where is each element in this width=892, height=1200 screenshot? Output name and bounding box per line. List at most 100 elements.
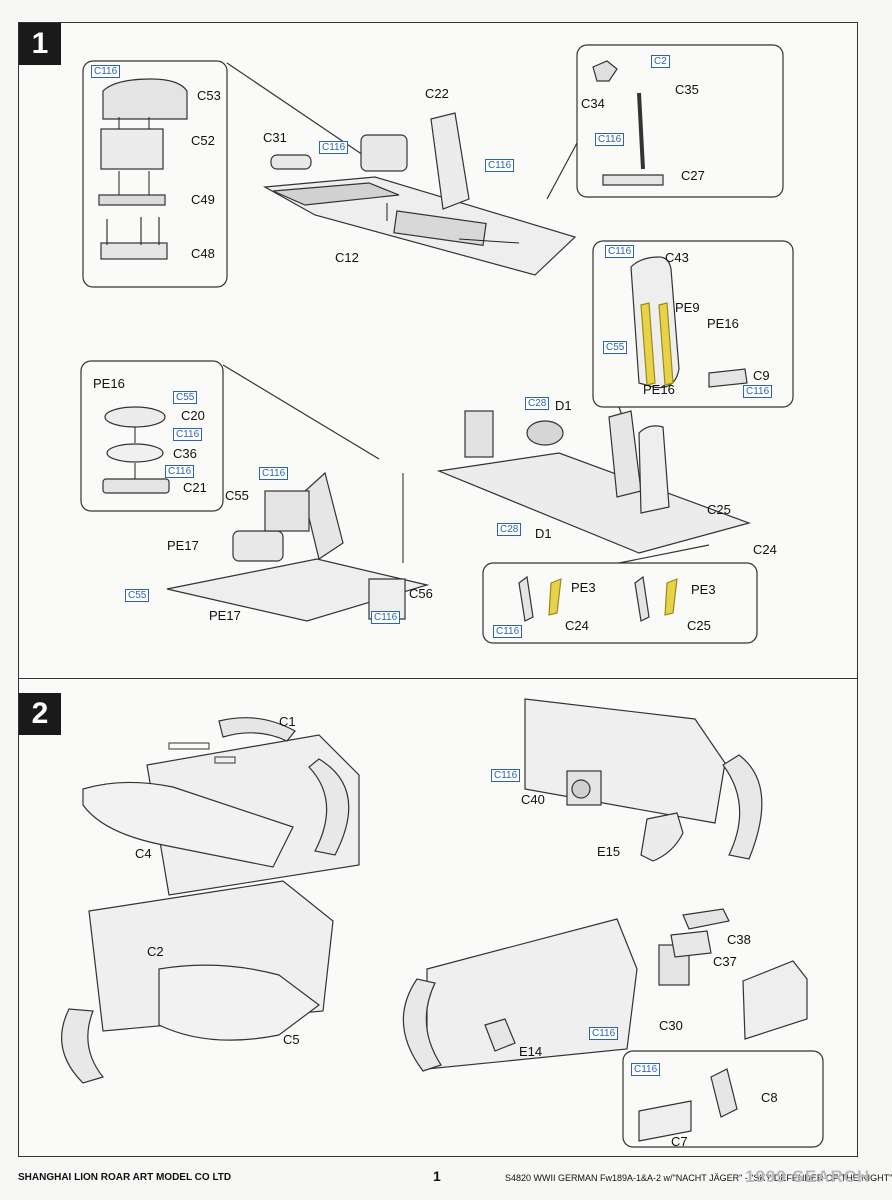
footer-company: SHANGHAI LION ROAR ART MODEL CO LTD [18, 1172, 232, 1183]
ref-c116: C116 [743, 385, 773, 398]
instrument-panel-drawing [742, 960, 808, 1040]
part-e14-drawing [484, 1018, 516, 1052]
part-c27-drawing [602, 174, 664, 186]
footer-product-title: S4820 WWII GERMAN Fw189A-1&A-2 w/"NACHT … [505, 1173, 892, 1183]
part-label-c40: C40 [521, 792, 545, 807]
ref-c55: C55 [173, 391, 198, 404]
part-label-d1: D1 [555, 398, 572, 413]
part-c21-drawing [102, 478, 170, 494]
part-label-c35: C35 [675, 82, 699, 97]
callout-bubble-instrument [622, 1050, 824, 1148]
watermark: 1999 SEARCH [745, 1167, 871, 1186]
part-c9-drawing [708, 368, 748, 388]
part-label-c34: C34 [581, 96, 605, 111]
ref-c116: C116 [319, 141, 349, 154]
part-gunsight-assembled-drawing [360, 134, 408, 172]
part-label-c31: C31 [263, 130, 287, 145]
callout-bubble-seat [592, 240, 794, 408]
part-c25-drawing [634, 575, 650, 622]
part-label-c12: C12 [335, 250, 359, 265]
part-label-c24: C24 [565, 618, 589, 633]
part-c20-drawing [104, 406, 166, 428]
part-label-c7: C7 [671, 1134, 688, 1149]
part-label-c52: C52 [191, 133, 215, 148]
part-label-c22: C22 [425, 86, 449, 101]
floor-assembly-left-drawing [166, 558, 430, 622]
part-c55-panel-drawing [264, 490, 310, 532]
page-number: 1 [433, 1168, 441, 1184]
step-2-panel: 2 [18, 678, 858, 1157]
step-number-badge: 2 [19, 693, 61, 735]
part-c31-drawing [270, 154, 312, 170]
part-label-c8: C8 [761, 1090, 778, 1105]
ref-c116: C116 [259, 467, 289, 480]
ref-c116: C116 [595, 133, 625, 146]
floor-section-c5-drawing [158, 964, 320, 1041]
part-c37-drawing [670, 930, 712, 958]
part-label-pe17: PE17 [209, 608, 241, 623]
part-c38-drawing [682, 908, 730, 930]
part-label-c49: C49 [191, 192, 215, 207]
part-label-c21: C21 [183, 480, 207, 495]
part-c56-drawing [368, 578, 406, 620]
ref-c116: C116 [371, 611, 401, 624]
part-label-pe17: PE17 [167, 538, 199, 553]
part-label-c1: C1 [279, 714, 296, 729]
ref-c116: C116 [493, 625, 523, 638]
part-label-c38: C38 [727, 932, 751, 947]
part-label-pe3: PE3 [691, 582, 716, 597]
part-e15-drawing [640, 812, 684, 862]
part-c24-drawing [518, 575, 534, 622]
part-label-c30: C30 [659, 1018, 683, 1033]
floor-section-c4-drawing [82, 781, 294, 868]
part-label-c37: C37 [713, 954, 737, 969]
ref-c116: C116 [491, 769, 521, 782]
part-label-c36: C36 [173, 446, 197, 461]
callout-bubble-stick [576, 44, 784, 198]
part-label-c55: C55 [225, 488, 249, 503]
part-label-c56: C56 [409, 586, 433, 601]
ref-c116: C116 [485, 159, 515, 172]
part-label-c48: C48 [191, 246, 215, 261]
step-number-badge: 1 [19, 23, 61, 65]
part-label-c9: C9 [753, 368, 770, 383]
part-c22-drawing [430, 112, 470, 210]
part-label-d1: D1 [535, 526, 552, 541]
part-c36-drawing [106, 443, 164, 463]
ref-c55: C55 [603, 341, 628, 354]
ref-c116: C116 [91, 65, 121, 78]
ref-c116: C116 [165, 465, 195, 478]
ref-c116: C116 [605, 245, 635, 258]
part-label-c43: C43 [665, 250, 689, 265]
floor-assembly-right-drawing [436, 452, 751, 554]
part-c49-drawing [98, 194, 166, 206]
part-label-c24: C24 [753, 542, 777, 557]
part-label-c20: C20 [181, 408, 205, 423]
step-1-drawing [80, 44, 794, 644]
step-2-drawing [61, 698, 824, 1148]
part-label-pe16: PE16 [707, 316, 739, 331]
part-pe3-left-drawing [548, 578, 562, 616]
part-c48-drawing [100, 242, 168, 260]
part-label-e15: E15 [597, 844, 621, 859]
ref-c28: C28 [525, 397, 550, 410]
part-label-c53: C53 [197, 88, 221, 103]
part-c7-drawing [638, 1100, 692, 1142]
part-label-c4: C4 [135, 846, 152, 861]
part-label-e14: E14 [519, 1044, 543, 1059]
part-label-c2: C2 [147, 944, 164, 959]
fuselage-half-right-drawing [524, 698, 726, 824]
part-label-c27: C27 [681, 168, 705, 183]
part-label-pe9: PE9 [675, 300, 700, 315]
ref-c2: C2 [651, 55, 670, 68]
ref-c116: C116 [173, 428, 203, 441]
callout-bubble-gunsight [82, 60, 228, 288]
ref-c116: C116 [631, 1063, 661, 1076]
part-label-pe16: PE16 [643, 382, 675, 397]
callout-bubble-gunsight-mount [80, 360, 224, 512]
part-c8-drawing [710, 1068, 738, 1118]
ref-c28: C28 [497, 523, 522, 536]
step-1-panel: 1 [18, 22, 858, 680]
part-c52-drawing [100, 128, 164, 170]
part-d1-drawing [526, 420, 564, 446]
